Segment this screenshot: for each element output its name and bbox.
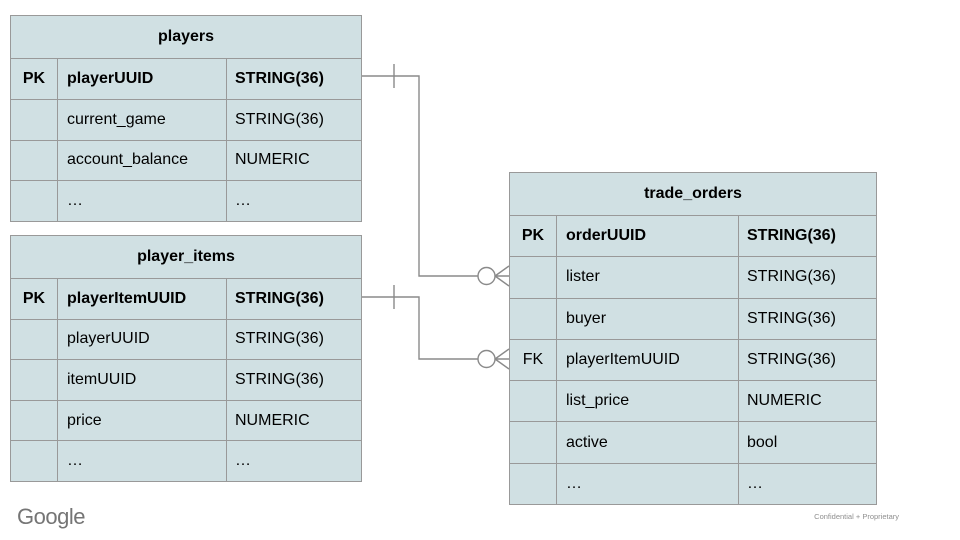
field-name-cell: lister — [556, 257, 738, 298]
table-row: PK playerItemUUID STRING(36) — [11, 279, 361, 319]
field-type-cell: STRING(36) — [226, 360, 361, 400]
table-row: active bool — [510, 421, 876, 463]
field-type-cell: STRING(36) — [738, 257, 876, 298]
key-cell — [11, 360, 57, 400]
field-name-cell: playerItemUUID — [57, 279, 226, 319]
field-type-cell: NUMERIC — [738, 381, 876, 422]
field-name-cell: orderUUID — [556, 216, 738, 257]
table-row: lister STRING(36) — [510, 256, 876, 298]
entity-table-players: players PK playerUUID STRING(36) current… — [10, 15, 362, 222]
key-cell — [510, 257, 556, 297]
field-type-cell: STRING(36) — [738, 339, 876, 381]
field-type-cell: … — [226, 441, 361, 481]
key-cell — [11, 141, 57, 181]
table-row: FK playerItemUUID STRING(36) — [510, 338, 876, 381]
key-cell — [510, 299, 556, 339]
entity-table-player-items: player_items PK playerItemUUID STRING(36… — [10, 235, 362, 482]
key-cell — [11, 320, 57, 360]
table-row: itemUUID STRING(36) — [11, 359, 361, 400]
field-name-cell: playerItemUUID — [556, 339, 738, 381]
table-row: … … — [510, 462, 876, 504]
field-name-cell: playerUUID — [57, 319, 226, 360]
table-row: current_game STRING(36) — [11, 98, 361, 140]
field-type-cell: STRING(36) — [738, 298, 876, 339]
table-row: … … — [11, 180, 361, 221]
zero-circle-icon — [477, 349, 496, 369]
field-type-cell: STRING(36) — [226, 99, 361, 140]
zero-circle-icon — [477, 266, 496, 286]
table-row: account_balance NUMERIC — [11, 139, 361, 181]
field-name-cell: … — [57, 441, 226, 481]
field-name-cell: itemUUID — [57, 360, 226, 400]
field-name-cell: buyer — [556, 298, 738, 339]
table-row: buyer STRING(36) — [510, 297, 876, 339]
key-cell: FK — [522, 350, 544, 368]
field-type-cell: STRING(36) — [738, 216, 876, 257]
field-type-cell: STRING(36) — [226, 59, 361, 99]
relationship-player-items-to-trade-orders — [362, 285, 510, 370]
field-type-cell: STRING(36) — [226, 319, 361, 360]
table-row: … … — [11, 440, 361, 481]
field-type-cell: STRING(36) — [226, 279, 361, 319]
field-type-cell: bool — [738, 422, 876, 463]
table-row: price NUMERIC — [11, 399, 361, 441]
table-row: list_price NUMERIC — [510, 380, 876, 422]
key-cell — [11, 100, 57, 140]
field-type-cell: NUMERIC — [226, 140, 361, 181]
key-cell — [510, 381, 556, 421]
key-cell — [11, 401, 57, 441]
field-name-cell: account_balance — [57, 140, 226, 181]
field-type-cell: … — [226, 181, 361, 221]
connector-line — [362, 296, 478, 360]
relationship-players-to-trade-orders — [362, 64, 510, 287]
table-row: playerUUID STRING(36) — [11, 318, 361, 360]
entity-table-trade-orders: trade_orders PK orderUUID STRING(36) lis… — [509, 172, 877, 505]
connector-line — [362, 75, 478, 277]
table-title: trade_orders — [510, 173, 876, 216]
table-row: PK orderUUID STRING(36) — [510, 216, 876, 257]
key-cell: PK — [521, 227, 545, 245]
field-name-cell: … — [57, 181, 226, 221]
key-cell — [11, 441, 57, 481]
confidential-note: Confidential + Proprietary — [814, 512, 899, 521]
google-logo: Google — [17, 504, 85, 529]
table-title: players — [11, 16, 361, 59]
table-title: player_items — [11, 236, 361, 279]
field-name-cell: active — [556, 422, 738, 463]
crow-foot-icon — [494, 348, 510, 370]
key-cell: PK — [22, 289, 46, 307]
field-name-cell: … — [556, 463, 738, 504]
table-row: PK playerUUID STRING(36) — [11, 59, 361, 99]
field-name-cell: current_game — [57, 99, 226, 140]
field-type-cell: … — [738, 463, 876, 504]
crow-foot-icon — [494, 265, 510, 287]
field-type-cell: NUMERIC — [226, 400, 361, 441]
field-name-cell: price — [57, 400, 226, 441]
key-cell — [510, 422, 556, 462]
key-cell — [510, 464, 556, 504]
field-name-cell: playerUUID — [57, 59, 226, 99]
key-cell — [11, 181, 57, 221]
field-name-cell: list_price — [556, 381, 738, 422]
key-cell: PK — [22, 69, 46, 87]
